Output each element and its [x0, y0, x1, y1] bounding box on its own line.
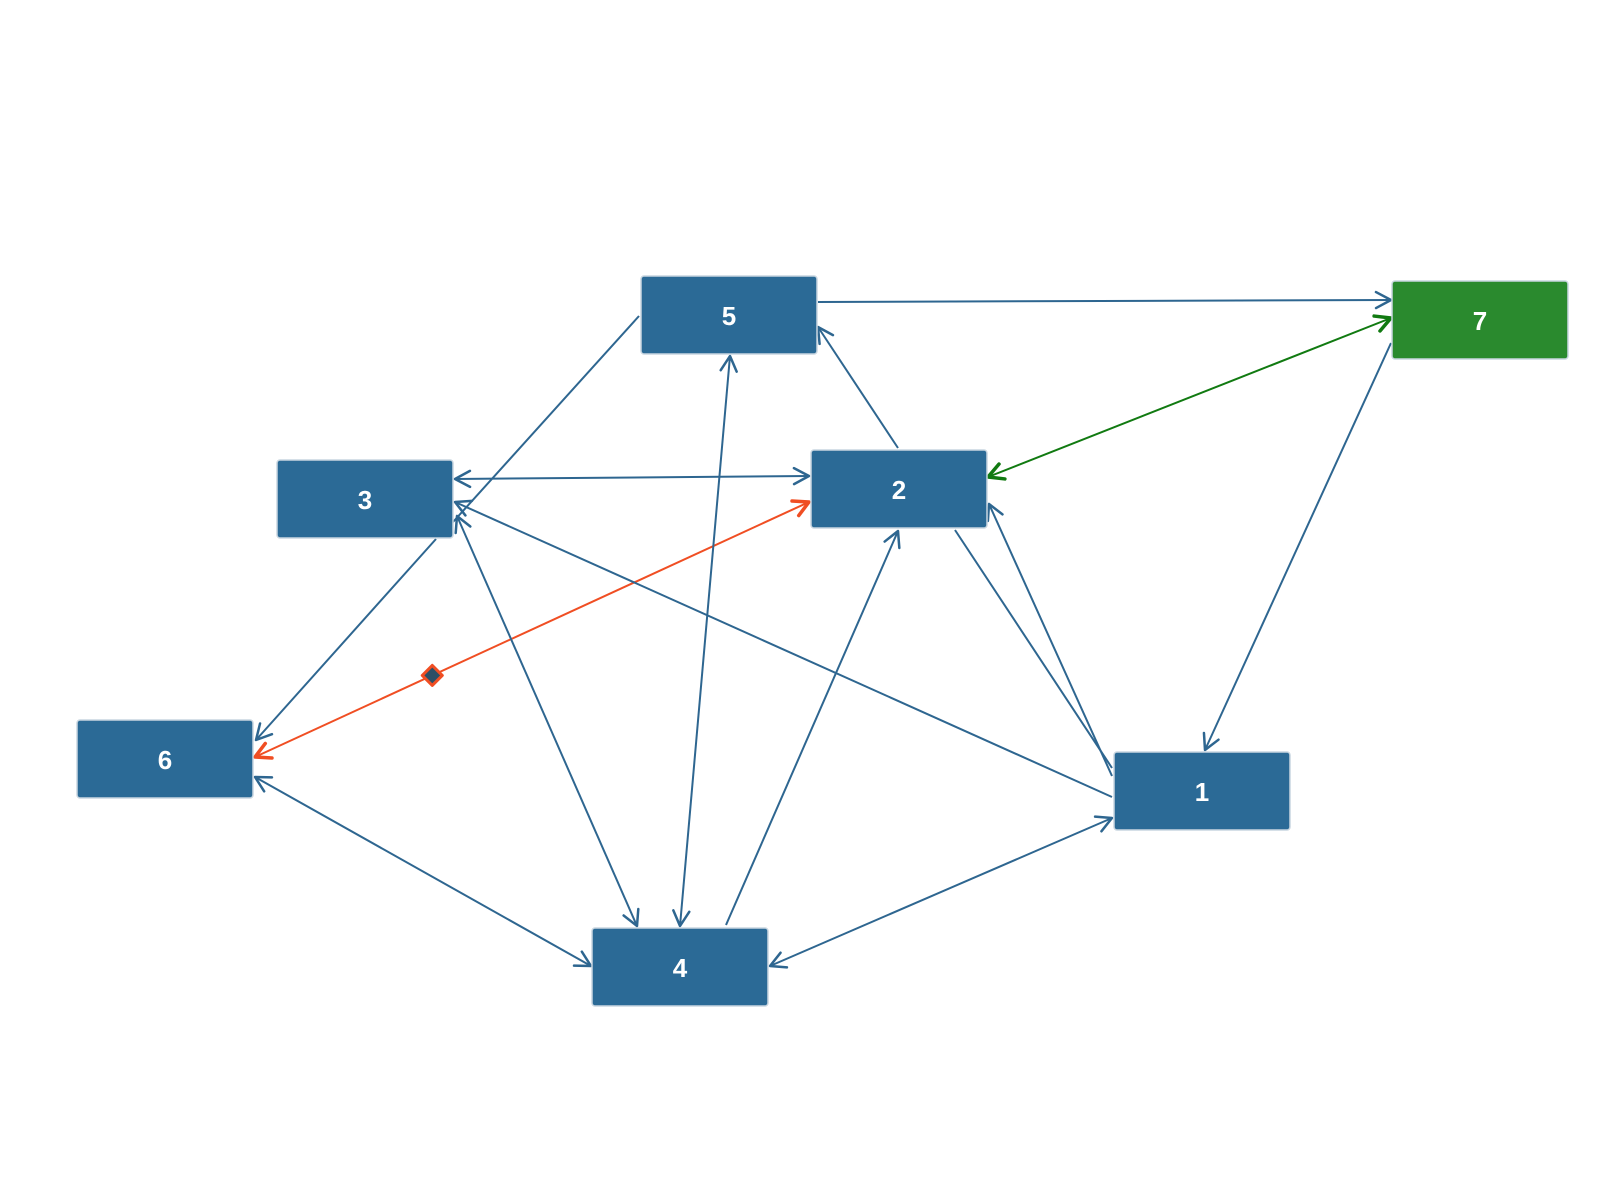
node-box[interactable] [1391, 280, 1569, 360]
handles-layer [420, 663, 444, 687]
node-6[interactable]: 6 [76, 719, 254, 799]
node-box[interactable] [76, 719, 254, 799]
node-label: 7 [1473, 306, 1487, 336]
edge-1-2[interactable] [986, 502, 1113, 777]
edge-line [454, 501, 1113, 798]
edges-layer [253, 290, 1393, 969]
node-7[interactable]: 7 [1391, 280, 1569, 360]
edge-line [1204, 342, 1392, 751]
edge-line [452, 315, 640, 523]
arrowhead-start-icon [454, 514, 472, 535]
edge-line [988, 503, 1113, 777]
edge-line [255, 538, 437, 741]
edge-3-6[interactable] [254, 538, 437, 742]
arrowhead-end-icon [453, 499, 474, 517]
node-2[interactable]: 2 [810, 449, 988, 529]
edge-3-2[interactable] [453, 466, 811, 489]
arrowhead-end-icon [1202, 731, 1220, 752]
arrowhead-start-icon [253, 741, 274, 760]
arrowhead-end-icon [986, 502, 1004, 523]
edge-2-7[interactable] [986, 314, 1393, 481]
edge-5-4[interactable] [672, 354, 738, 928]
edge-line [454, 475, 810, 480]
node-box[interactable] [276, 459, 454, 539]
node-label: 5 [722, 301, 736, 331]
node-4[interactable]: 4 [591, 927, 769, 1007]
edge-6-4[interactable] [253, 775, 593, 968]
arrowhead-end-icon [883, 529, 901, 550]
node-label: 3 [358, 485, 372, 515]
edge-line [954, 529, 1113, 769]
edge-6-2[interactable] [253, 499, 811, 760]
edge-3-4[interactable] [454, 514, 640, 928]
arrowhead-end-icon [1374, 290, 1393, 310]
edge-2-1[interactable] [954, 529, 1113, 769]
edge-drag-handle[interactable] [420, 663, 444, 687]
arrowhead-end-icon [622, 907, 640, 928]
edge-1-3[interactable] [453, 499, 1113, 798]
edge-line [725, 530, 899, 926]
edge-2-5[interactable] [816, 325, 899, 449]
arrowhead-start-icon [719, 354, 738, 373]
arrowhead-end-icon [816, 325, 835, 346]
arrowhead-start-icon [986, 462, 1007, 481]
edge-4-1[interactable] [768, 815, 1114, 969]
arrowhead-end-icon [254, 722, 274, 742]
arrowhead-end-icon [790, 499, 811, 518]
arrowhead-start-icon [768, 951, 789, 969]
arrowhead-start-icon [253, 775, 274, 793]
node-box[interactable] [1113, 751, 1291, 831]
edge-line [987, 317, 1392, 478]
arrowhead-end-icon [572, 950, 593, 968]
edge-5-7[interactable] [817, 290, 1393, 310]
arrowhead-end-icon [672, 909, 691, 928]
arrowhead-start-icon [453, 469, 472, 489]
edge-7-1[interactable] [1202, 342, 1392, 752]
node-box[interactable] [810, 449, 988, 529]
node-label: 2 [892, 475, 906, 505]
arrowhead-end-icon [1093, 815, 1114, 833]
arrowhead-end-icon [792, 466, 811, 486]
node-label: 4 [673, 953, 688, 983]
edge-line [254, 776, 592, 967]
edge-line [817, 299, 1392, 303]
node-3[interactable]: 3 [276, 459, 454, 539]
node-1[interactable]: 1 [1113, 751, 1291, 831]
node-box[interactable] [640, 275, 818, 355]
node-label: 6 [158, 745, 172, 775]
edge-line [456, 515, 638, 927]
arrowhead-end-icon [1372, 314, 1393, 333]
edge-line [769, 817, 1113, 967]
edge-line [679, 355, 731, 927]
node-box[interactable] [591, 927, 769, 1007]
nodes-layer: 1 2 3 4 5 6 7 [76, 275, 1569, 1007]
edge-4-2[interactable] [725, 529, 901, 926]
node-5[interactable]: 5 [640, 275, 818, 355]
node-label: 1 [1195, 777, 1209, 807]
edge-line [254, 501, 810, 758]
edge-5-3[interactable] [452, 315, 640, 523]
edge-line [817, 326, 899, 449]
